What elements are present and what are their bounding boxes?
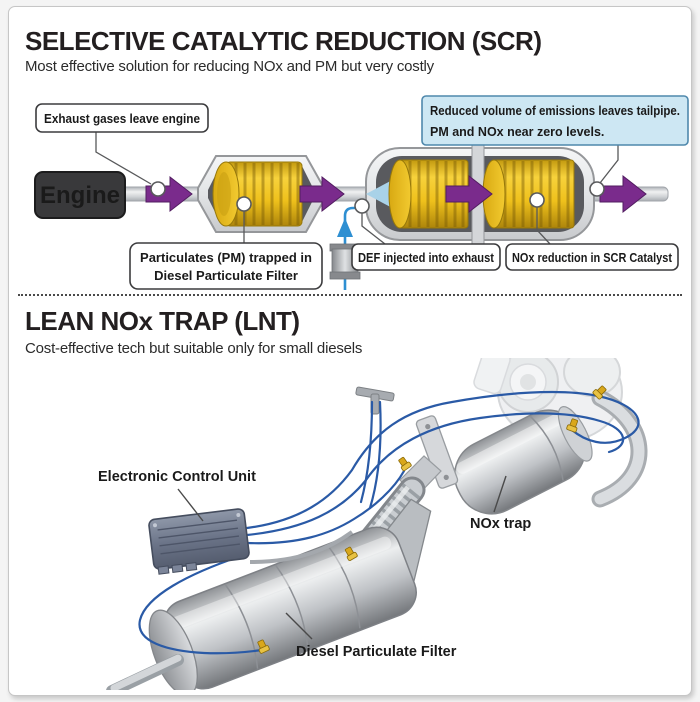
nox-callout: NOx reduction in SCR Catalyst: [505, 243, 679, 271]
section-divider: [18, 294, 682, 296]
dot-exhaust: [150, 181, 166, 197]
pm-callout: Particulates (PM) trapped in Diesel Part…: [129, 242, 323, 290]
leader-def: [361, 213, 386, 245]
dpf-cylinder: [212, 161, 303, 227]
leader-tailpipe: [599, 145, 619, 184]
scr-section-subtitle: Most effective solution for reducing NOx…: [25, 58, 434, 75]
tailpipe: [106, 654, 184, 690]
def-callout: DEF injected into exhaust: [351, 243, 501, 271]
tailpipe-callout: Reduced volume of emissions leaves tailp…: [421, 95, 689, 146]
tailpipe-text-2: PM and NOx near zero levels.: [430, 125, 604, 139]
sensor-icon: [344, 546, 358, 561]
def-up-arrow: [337, 218, 353, 237]
lnt-labels: Electronic Control Unit NOx trap Diesel …: [98, 469, 531, 660]
pm-text-2: Diesel Particulate Filter: [154, 268, 298, 283]
leader-exhaust: [95, 132, 152, 185]
oxygen-sensors: [257, 385, 607, 654]
leader-dpf: [285, 612, 313, 640]
dot-tailpipe: [589, 181, 605, 197]
leader-nox: [536, 207, 551, 245]
leader-ecu: [177, 488, 204, 522]
ecu-label: Electronic Control Unit: [98, 469, 256, 485]
exhaust-gases-callout: Exhaust gases leave engine: [35, 103, 209, 133]
dot-nox: [529, 192, 545, 208]
sensor-bracket: [355, 386, 395, 415]
engine-label: Engine: [40, 182, 120, 209]
lnt-section-title: LEAN NOx TRAP (LNT): [25, 306, 300, 336]
scr-filter-cylinder: [388, 159, 469, 229]
lnt-section-subtitle: Cost-effective tech but suitable only fo…: [25, 340, 363, 357]
flange-plate: [415, 415, 459, 489]
pm-text-1: Particulates (PM) trapped in: [140, 250, 312, 265]
sensor-icon: [257, 639, 270, 654]
scr-flow-diagram: Engine Exhaust gases leave engine Reduce…: [34, 95, 689, 290]
sensor-icon: [398, 456, 412, 472]
service-pipe: [249, 530, 354, 564]
flow-arrow-4: [599, 174, 647, 214]
flow-arrow-2: [299, 175, 345, 213]
def-injector: [329, 206, 364, 290]
dot-pm: [236, 196, 252, 212]
engine-block: Engine: [34, 171, 126, 219]
leader-nox-trap: [493, 475, 507, 513]
scr-section-title: SELECTIVE CATALYTIC REDUCTION (SCR): [25, 26, 542, 56]
flow-arrows: [145, 174, 647, 214]
scr-catalyst-cylinder: [482, 159, 575, 229]
tailpipe-text-1: Reduced volume of emissions leaves tailp…: [430, 104, 680, 118]
dpf-muffler: [148, 498, 432, 690]
nox-trap-label: NOx trap: [470, 516, 531, 532]
def-text: DEF injected into exhaust: [358, 251, 495, 265]
sensor-icon: [592, 385, 607, 400]
sensor-icon: [566, 418, 579, 433]
dpf-label: Diesel Particulate Filter: [296, 644, 457, 660]
nox-text: NOx reduction in SCR Catalyst: [512, 251, 673, 265]
exhaust-gases-text: Exhaust gases leave engine: [44, 111, 200, 126]
flow-arrow-3: [445, 174, 493, 214]
flow-arrow-1: [145, 175, 193, 213]
ecu-box: [148, 508, 250, 575]
sensor-wires: [138, 390, 640, 655]
lnt-illustration: Electronic Control Unit NOx trap Diesel …: [98, 358, 648, 690]
dot-def: [354, 198, 370, 214]
